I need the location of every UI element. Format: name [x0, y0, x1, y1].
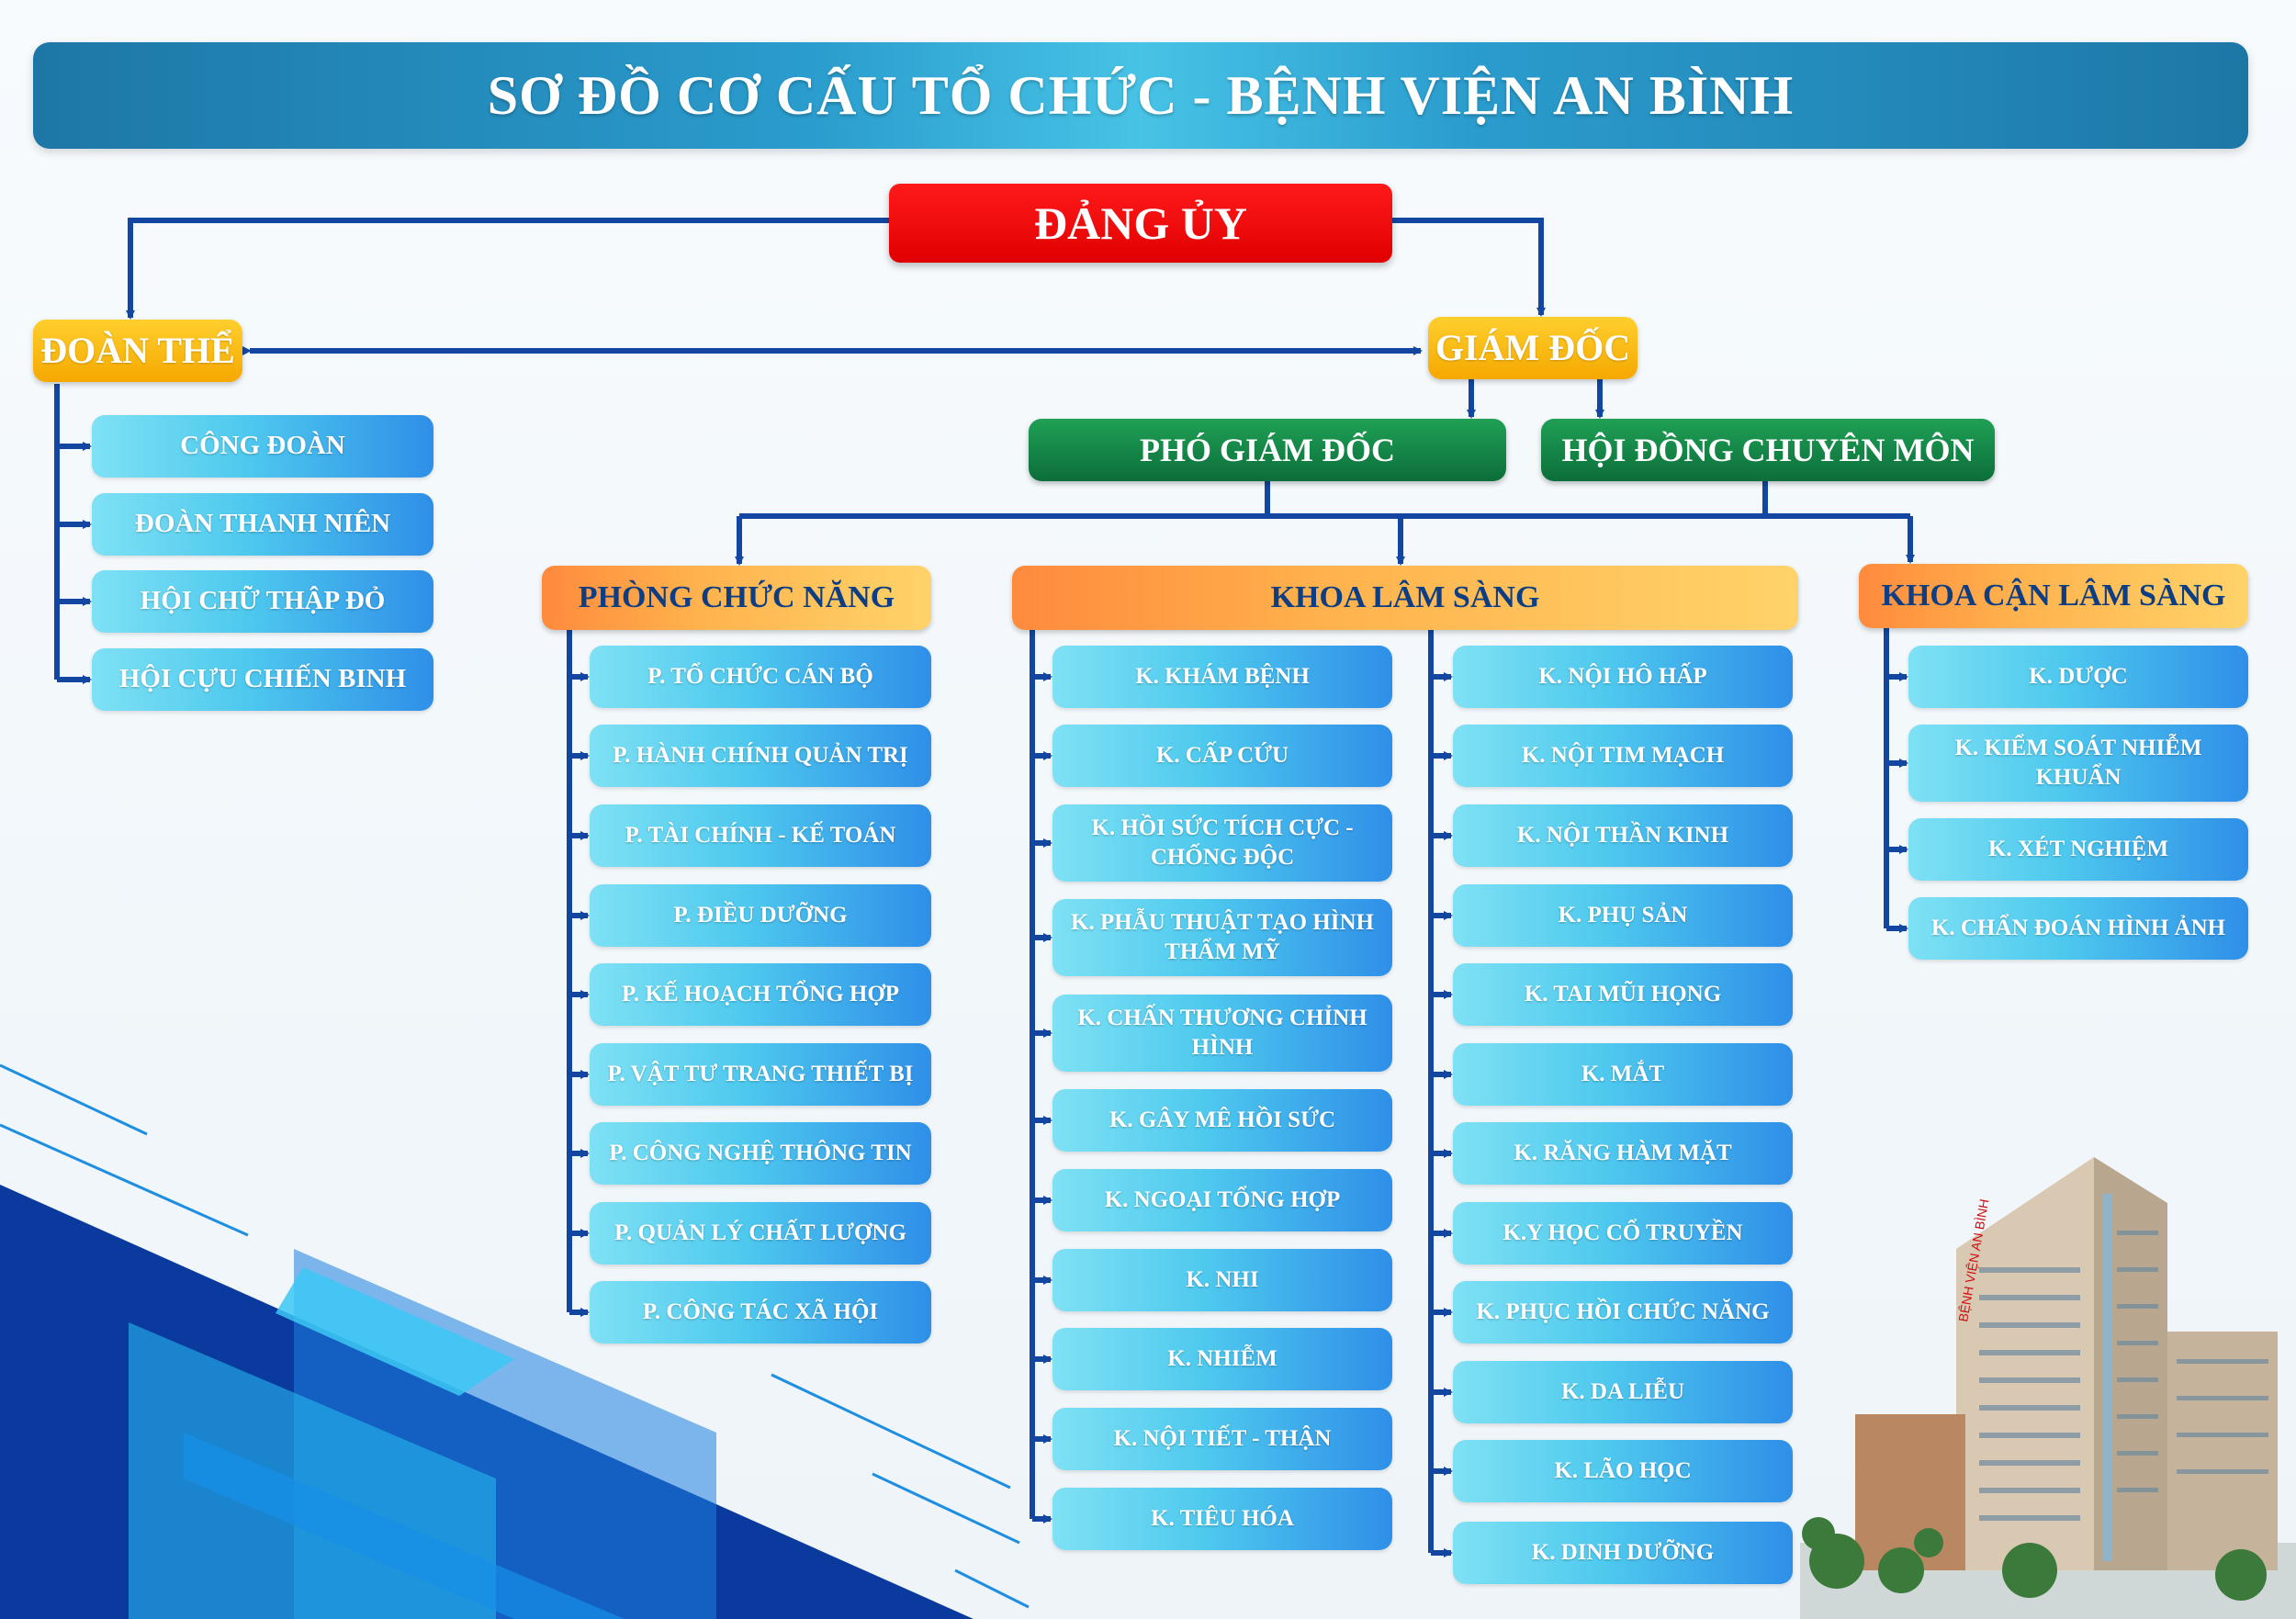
clinical-dept-item: K. TIÊU HÓA [1052, 1488, 1392, 1550]
functional-dept-item: P. HÀNH CHÍNH QUẢN TRỊ [590, 725, 931, 787]
deputy-director-box: PHÓ GIÁM ĐỐC [1029, 419, 1506, 481]
clinical-dept-item: K. NHI [1052, 1249, 1392, 1311]
hospital-building-image: BỆNH VIỆN AN BÌNH [1800, 1157, 2296, 1619]
functional-dept-item: P. CÔNG NGHỆ THÔNG TIN [590, 1122, 931, 1185]
clinical-dept-item: K. NGOẠI TỔNG HỢP [1052, 1169, 1392, 1231]
clinical-dept-item: K. NỘI HÔ HẤP [1453, 646, 1793, 708]
paraclinical-dept-item: K. DƯỢC [1908, 646, 2248, 708]
union-item: HỘI CHỮ THẬP ĐỎ [92, 570, 433, 633]
clinical-dept-item: K. MẮT [1453, 1043, 1793, 1106]
director-box: GIÁM ĐỐC [1428, 317, 1638, 379]
party-to-union-connector [126, 218, 889, 320]
clinical-dept-header: KHOA LÂM SÀNG [1012, 566, 1798, 630]
professional-council-box: HỘI ĐỒNG CHUYÊN MÔN [1541, 419, 1995, 481]
clinical-dept-item: K. NỘI TIẾT - THẬN [1052, 1408, 1392, 1470]
paraclinical-dept-item: K. CHẨN ĐOÁN HÌNH ẢNH [1908, 897, 2248, 960]
clinical-dept-item: K. PHỤ SẢN [1453, 884, 1793, 947]
clinical-dept-item: K. NỘI TIM MẠCH [1453, 725, 1793, 787]
functional-dept-item: P. TỔ CHỨC CÁN BỘ [590, 646, 931, 708]
clinical-dept-item: K. LÃO HỌC [1453, 1440, 1793, 1502]
clinical-dept-item: K. NỘI THẦN KINH [1453, 804, 1793, 867]
union-item: CÔNG ĐOÀN [92, 415, 433, 478]
functional-dept-item: P. TÀI CHÍNH - KẾ TOÁN [590, 804, 931, 867]
clinical-dept-item: K. DA LIỄU [1453, 1361, 1793, 1423]
paraclinical-dept-header: KHOA CẬN LÂM SÀNG [1859, 564, 2248, 628]
union-item: ĐOÀN THANH NIÊN [92, 493, 433, 556]
clinical-dept-item: K. NHIỄM [1052, 1328, 1392, 1390]
clinical-dept-item: K. DINH DƯỠNG [1453, 1522, 1793, 1584]
union-item: HỘI CỰU CHIẾN BINH [92, 648, 433, 711]
party-to-director-connector [1392, 218, 1546, 317]
clinical-dept-item: K. GÂY MÊ HỒI SỨC [1052, 1089, 1392, 1152]
clinical-dept-item: K. PHẪU THUẬT TẠO HÌNH THẨM MỸ [1052, 899, 1392, 976]
clinical-dept-item: K. HỒI SỨC TÍCH CỰC - CHỐNG ĐỘC [1052, 804, 1392, 882]
clinical-dept-item: K.Y HỌC CỔ TRUYỀN [1453, 1202, 1793, 1265]
functional-dept-item: P. VẬT TƯ TRANG THIẾT BỊ [590, 1043, 931, 1106]
functional-dept-item: P. CÔNG TÁC XÃ HỘI [590, 1281, 931, 1344]
functional-dept-item: P. QUẢN LÝ CHẤT LƯỢNG [590, 1202, 931, 1265]
page-title-banner: SƠ ĐỒ CƠ CẤU TỔ CHỨC - BỆNH VIỆN AN BÌNH [33, 42, 2248, 149]
functional-dept-item: P. ĐIỀU DƯỠNG [590, 884, 931, 947]
page-title: SƠ ĐỒ CƠ CẤU TỔ CHỨC - BỆNH VIỆN AN BÌNH [487, 64, 1795, 126]
functional-dept-item: P. KẾ HOẠCH TỔNG HỢP [590, 963, 931, 1026]
party-committee-box: ĐẢNG ỦY [889, 184, 1392, 263]
functional-dept-header: PHÒNG CHỨC NĂNG [542, 566, 931, 630]
clinical-dept-item: K. TAI MŨI HỌNG [1453, 963, 1793, 1026]
clinical-dept-item: K. CẤP CỨU [1052, 725, 1392, 787]
clinical-dept-item: K. PHỤC HỒI CHỨC NĂNG [1453, 1281, 1793, 1344]
paraclinical-dept-item: K. KIỂM SOÁT NHIỄM KHUẨN [1908, 725, 2248, 802]
union-group-box: ĐOÀN THỂ [33, 320, 242, 382]
clinical-dept-item: K. RĂNG HÀM MẶT [1453, 1122, 1793, 1185]
clinical-dept-item: K. KHÁM BỆNH [1052, 646, 1392, 708]
paraclinical-dept-item: K. XÉT NGHIỆM [1908, 818, 2248, 881]
clinical-dept-item: K. CHẤN THƯƠNG CHỈNH HÌNH [1052, 995, 1392, 1072]
